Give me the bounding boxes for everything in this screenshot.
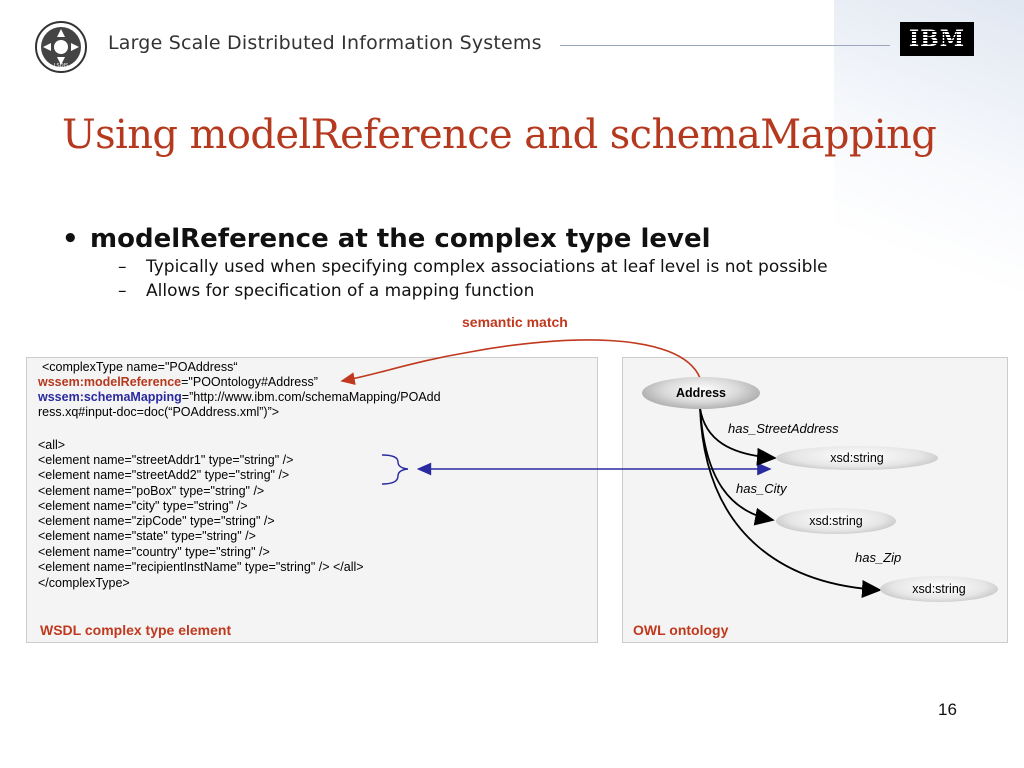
- code-line: ress.xq#input-doc=doc(“POAddress.xml”)”>: [38, 405, 280, 419]
- main-bullet-text: modelReference at the complex type level: [90, 224, 711, 254]
- code-line: <element name="city" type="string" />: [38, 499, 248, 513]
- code-line: <element name="zipCode" type="string" />: [38, 514, 275, 528]
- code-line: wssem:modelReference="POOntology#Address…: [38, 375, 318, 390]
- code-line: <all>: [38, 438, 66, 452]
- slide-title: Using modelReference and schemaMapping: [62, 112, 937, 158]
- sub-bullet-text: Allows for specification of a mapping fu…: [146, 281, 535, 301]
- wsdl-panel-label: WSDL complex type element: [40, 622, 232, 638]
- main-bullet: • modelReference at the complex type leve…: [62, 224, 710, 254]
- sub-bullet: –Allows for specification of a mapping f…: [118, 281, 534, 301]
- ontology-node-street-string: xsd:string: [776, 446, 938, 470]
- edge-label-zip: has_Zip: [855, 550, 902, 565]
- code-line: <element name="recipientInstName" type="…: [38, 560, 364, 574]
- sub-bullet-text: Typically used when specifying complex a…: [146, 257, 828, 277]
- page-number: 16: [938, 700, 957, 719]
- ontology-node-city-string: xsd:string: [776, 508, 896, 534]
- org-title: Large Scale Distributed Information Syst…: [108, 32, 542, 54]
- owl-panel-label: OWL ontology: [633, 622, 729, 638]
- lsdis-logo: LSDIS: [35, 21, 87, 73]
- sub-bullet: –Typically used when specifying complex …: [118, 257, 828, 277]
- model-reference-keyword: wssem:modelReference: [38, 375, 182, 389]
- dash-marker: –: [118, 281, 127, 301]
- ontology-node-address: Address: [642, 377, 760, 409]
- code-line: <complexType name="POAddress“: [42, 360, 238, 374]
- dash-marker: –: [118, 257, 127, 277]
- code-line: <element name="streetAddr1" type="string…: [38, 453, 294, 467]
- schema-mapping-value: =”http://www.ibm.com/schemaMapping/POAdd: [181, 390, 441, 404]
- code-line: wssem:schemaMapping=”http://www.ibm.com/…: [38, 390, 441, 405]
- semantic-match-label: semantic match: [462, 314, 568, 330]
- code-line: </complexType>: [38, 576, 130, 590]
- code-line: <element name="poBox" type="string" />: [38, 484, 265, 498]
- model-reference-value: ="POOntology#Address”: [181, 375, 318, 389]
- code-line: <element name="country" type="string" />: [38, 545, 270, 559]
- edge-label-city: has_City: [736, 481, 787, 496]
- ibm-logo: IBM: [900, 22, 974, 56]
- header-rule: [560, 45, 890, 46]
- bullet-dot: •: [62, 224, 79, 254]
- edge-label-street: has_StreetAddress: [728, 421, 839, 436]
- ibm-logo-text: IBM: [908, 26, 966, 52]
- code-line: <element name="state" type="string" />: [38, 529, 256, 543]
- logo-text: LSDIS: [54, 63, 68, 69]
- wsdl-panel: [26, 357, 598, 643]
- schema-mapping-keyword: wssem:schemaMapping: [38, 390, 182, 404]
- code-line: <element name="streetAdd2" type="string"…: [38, 468, 290, 482]
- ontology-node-zip-string: xsd:string: [880, 576, 998, 602]
